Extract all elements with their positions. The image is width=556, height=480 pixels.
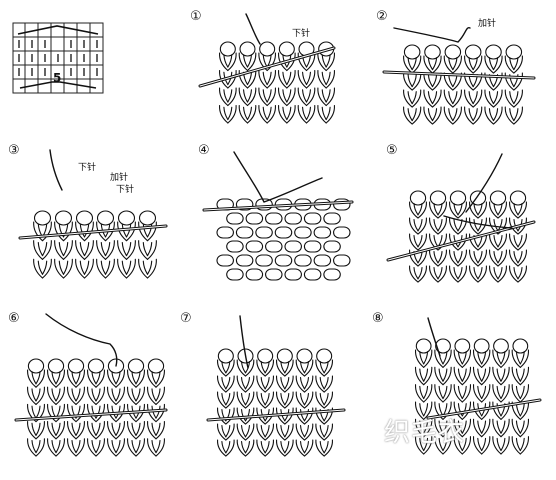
step-4-number: ④ bbox=[198, 143, 210, 158]
chart-stitch-count: 5 bbox=[53, 71, 62, 85]
step-3-illustration bbox=[18, 149, 168, 279]
step-8-illustration bbox=[414, 317, 542, 455]
step-3-number: ③ bbox=[8, 143, 20, 158]
stitch-chart-grid bbox=[12, 22, 104, 94]
step-3-label-increase: 加针 bbox=[110, 173, 129, 183]
step-5-illustration bbox=[386, 153, 536, 283]
step-5-panel: ⑤ bbox=[384, 142, 544, 292]
step-3-label-knit-1: 下针 bbox=[78, 163, 97, 173]
step-8-panel: ⑧ bbox=[370, 310, 550, 460]
step-2-label-increase: 加针 bbox=[478, 19, 497, 29]
step-7-illustration bbox=[206, 315, 346, 457]
step-8-number: ⑧ bbox=[372, 311, 384, 326]
step-6-number: ⑥ bbox=[8, 311, 20, 326]
step-2-number: ② bbox=[376, 9, 388, 24]
step-1-number: ① bbox=[190, 9, 202, 24]
step-1-illustration bbox=[198, 13, 336, 124]
step-1-panel: ① 下针 bbox=[188, 8, 338, 128]
step-4-illustration bbox=[202, 151, 354, 281]
step-2-panel: ② 加针 bbox=[374, 8, 544, 128]
step-1-label-knit: 下针 bbox=[292, 29, 311, 39]
step-3-panel: ③ 下针 加针 下针 bbox=[6, 142, 176, 282]
step-7-panel: ⑦ bbox=[178, 310, 358, 460]
step-5-number: ⑤ bbox=[386, 143, 398, 158]
step-2-illustration bbox=[382, 26, 536, 125]
watermark: 织毛衣 bbox=[384, 418, 466, 448]
step-6-illustration bbox=[14, 313, 168, 457]
step-6-panel: ⑥ bbox=[6, 310, 176, 460]
step-4-panel: ④ bbox=[196, 142, 366, 292]
step-3-label-knit-2: 下针 bbox=[116, 185, 135, 195]
step-7-number: ⑦ bbox=[180, 311, 192, 326]
stitch-chart: 5 bbox=[12, 22, 104, 94]
